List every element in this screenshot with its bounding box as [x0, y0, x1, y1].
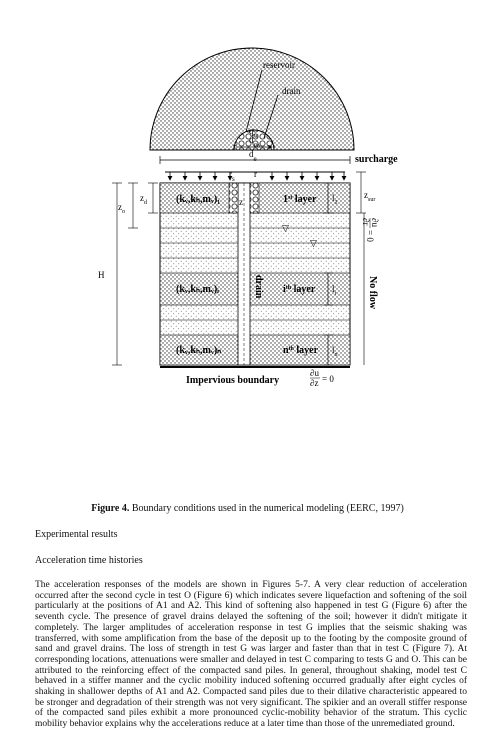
- layeri-name: ith layer: [283, 284, 316, 295]
- drain-gravel-top: [233, 129, 275, 151]
- li-label: li: [332, 284, 337, 297]
- rs-label: rs: [229, 169, 235, 183]
- zo-label: zo: [118, 202, 125, 215]
- side-bc: ∂u ∂r = 0: [361, 218, 380, 242]
- svg-text:= 0: = 0: [322, 374, 334, 384]
- layer1-name: 1st layer: [283, 194, 317, 205]
- svg-text:∂r: ∂r: [361, 218, 371, 225]
- qw-label: qw: [249, 126, 260, 140]
- reservoir-dome: [149, 47, 355, 151]
- layeri-params: (kᵥ,kₕ,mᵥ)ᵢ: [176, 284, 219, 295]
- surcharge-label: surcharge: [355, 154, 398, 165]
- svg-text:= 0: = 0: [365, 230, 375, 242]
- boundary-conditions-figure: reservoir drain qw drw de surcharge rs: [98, 47, 398, 388]
- heading-experimental-results: Experimental results: [35, 529, 118, 540]
- zsur-label: zsur: [364, 190, 375, 203]
- svg-text:∂u: ∂u: [310, 368, 319, 378]
- layern-params: (kᵥ,kₕ,mᵥ)ₙ: [176, 345, 221, 356]
- drw-label: drw: [249, 135, 262, 149]
- water-table-symbol: ▽: [282, 223, 289, 233]
- layern-name: nth layer: [283, 345, 319, 356]
- ln-label: ln: [332, 345, 338, 358]
- no-flow-label: No flow: [367, 276, 378, 310]
- body-paragraph: The acceleration responses of the models…: [35, 580, 467, 730]
- de-label: de: [249, 149, 257, 163]
- svg-text:∂u: ∂u: [370, 218, 380, 227]
- zd-label: zd: [140, 193, 147, 206]
- H-label: H: [98, 270, 105, 280]
- heading-acceleration: Acceleration time histories: [35, 555, 143, 566]
- figure-caption: Figure 4. Boundary conditions used in th…: [0, 503, 495, 515]
- impervious-label: Impervious boundary: [186, 375, 279, 386]
- caption-text: Boundary conditions used in the numerica…: [129, 503, 404, 514]
- z-label: z: [239, 197, 243, 207]
- drain-vertical-label: drain: [253, 275, 264, 299]
- water-table-symbol-2: ▽: [310, 238, 317, 248]
- caption-label: Figure 4.: [91, 503, 130, 514]
- l1-label: l1: [332, 193, 338, 206]
- layer1-params: (kᵥ,kₕ,mᵥ)₁: [176, 194, 220, 205]
- drain-top-label: drain: [282, 86, 301, 96]
- surcharge-arrows: [167, 172, 347, 181]
- bottom-bc: ∂u ∂z = 0: [310, 368, 334, 388]
- r-label: r: [254, 169, 257, 179]
- reservoir-label: reservoir: [263, 60, 295, 70]
- svg-text:∂z: ∂z: [310, 378, 318, 388]
